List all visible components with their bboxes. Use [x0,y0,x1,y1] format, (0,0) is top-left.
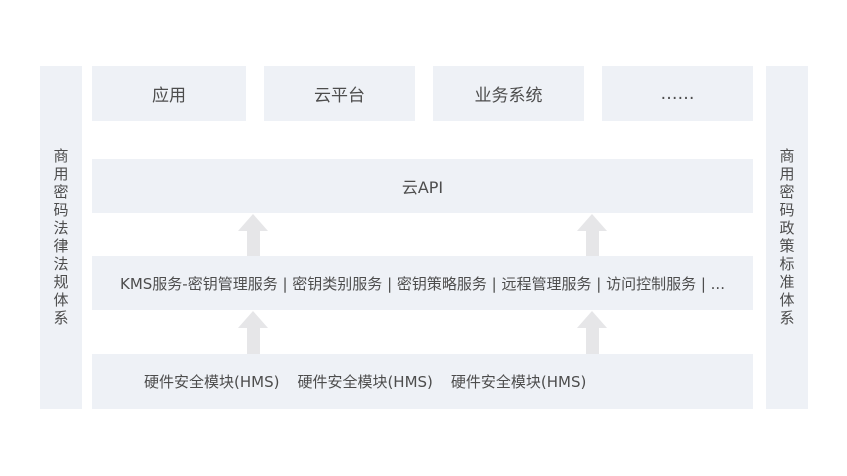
top-box-ellipsis: …… [602,66,753,121]
up-arrow-stem [246,231,260,256]
up-arrow-stem [585,231,599,256]
left-pillar-label: 商用密码法律法规体系 [51,147,70,328]
hms-module-label: 硬件安全模块(HMS) [450,373,587,391]
hms-module-label: 硬件安全模块(HMS) [144,373,280,391]
up-arrow-stem [585,328,599,354]
top-box-ellipsis-label: …… [660,83,695,104]
hms-modules-band: 硬件安全模块(HMS) 硬件安全模块(HMS) 硬件安全模块(HMS) [92,354,753,409]
right-pillar-policy-system: 商用密码政策标准体系 [766,66,808,409]
up-arrow-icon [577,214,607,256]
right-pillar-label: 商用密码政策标准体系 [777,147,796,328]
hms-module-label: 硬件安全模块(HMS) [297,373,433,391]
up-arrow-head [577,214,607,231]
cloud-api-label: 云API [401,178,444,197]
top-box-application-label: 应用 [152,86,186,106]
top-box-business-system: 业务系统 [433,66,584,121]
cloud-api-band: 云API [92,159,753,213]
kms-services-band: KMS服务-密钥管理服务 | 密钥类别服务 | 密钥策略服务 | 远程管理服务 … [92,256,753,310]
top-box-cloud-platform: 云平台 [264,66,415,121]
up-arrow-head [238,311,268,328]
kms-services-label: KMS服务-密钥管理服务 | 密钥类别服务 | 密钥策略服务 | 远程管理服务 … [120,274,725,293]
up-arrow-stem [246,328,260,354]
top-box-application: 应用 [92,66,246,121]
up-arrow-icon [577,311,607,354]
top-box-business-system-label: 业务系统 [474,86,543,106]
up-arrow-head [577,311,607,328]
up-arrow-head [238,214,268,231]
up-arrow-icon [238,311,268,354]
left-pillar-legal-system: 商用密码法律法规体系 [40,66,82,409]
top-box-cloud-platform-label: 云平台 [314,86,365,106]
up-arrow-icon [238,214,268,256]
